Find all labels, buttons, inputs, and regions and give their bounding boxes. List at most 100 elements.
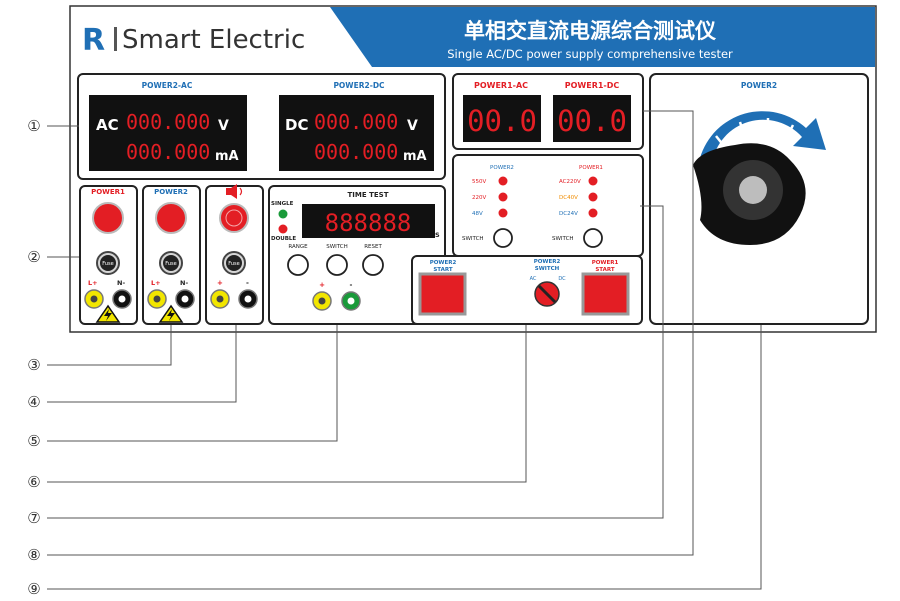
callout-number: ② — [27, 248, 40, 266]
callout-number: ① — [27, 117, 40, 135]
dc-volt-readout: 000.000 — [314, 110, 398, 134]
reset-button[interactable] — [362, 254, 384, 276]
time-test-title: TIME TEST — [348, 191, 389, 199]
power1-start-button[interactable] — [581, 272, 630, 316]
ac-mode-label: AC — [96, 116, 119, 134]
power1-ac-display — [463, 95, 541, 142]
dc-amp-unit: mA — [403, 149, 427, 164]
callout-number: ⑨ — [27, 580, 40, 598]
ac-volt-unit: V — [218, 118, 229, 134]
title-cn: 单相交直流电源综合测试仪 — [464, 19, 717, 43]
callout-number: ⑧ — [27, 546, 40, 564]
alarm-terminal-block: Fuse + - — [205, 184, 264, 325]
start-panel: POWER2 START POWER2 SWITCH AC DC POWER1 … — [411, 255, 643, 325]
brand-name: Smart Electric — [122, 25, 305, 55]
power2-ac-title: POWER2-AC — [142, 81, 193, 90]
power1-ac-readout: 00.0 — [467, 104, 537, 138]
logo-r-icon: R — [82, 23, 105, 58]
callout-leaders — [47, 110, 762, 590]
curved-arrow-icon — [700, 111, 826, 163]
power2-level-indicator — [498, 192, 508, 202]
power1-dc-title: POWER1-DC — [565, 81, 620, 90]
dc-mode-label: DC — [285, 116, 308, 134]
callout-number: ⑦ — [27, 509, 40, 527]
ac-amp-readout: 000.000 — [126, 140, 210, 164]
power1-start-label-1: POWER1 — [592, 260, 619, 266]
power2-level-indicator — [498, 208, 508, 218]
timer-plus-label: + — [319, 281, 325, 289]
indicator-power2-title: POWER2 — [490, 165, 514, 171]
power2-level-label: 550V — [472, 179, 486, 185]
power1-level-indicator — [588, 176, 598, 186]
power1-start-label-2: START — [595, 267, 615, 273]
title-en: Single AC/DC power supply comprehensive … — [447, 47, 733, 61]
power2-start-button[interactable] — [418, 272, 467, 316]
power1-emergency-button[interactable] — [92, 202, 124, 234]
callout-number: ③ — [27, 356, 40, 374]
alarm-minus-label: - — [246, 279, 249, 287]
single-label: SINGLE — [271, 201, 294, 207]
power1-range-switch-label: SWITCH — [552, 236, 574, 242]
power2-level-indicator — [498, 176, 508, 186]
knob-center — [739, 176, 767, 204]
timer-unit: S — [435, 231, 440, 239]
switch-ac-label: AC — [530, 276, 537, 282]
timer-minus-label: - — [350, 281, 353, 289]
power1-level-label: AC220V — [559, 179, 581, 185]
power1-nminus-label: N- — [117, 279, 125, 287]
power2-terminal-block: POWER2 Fuse L+ N- — [142, 185, 201, 325]
power1-level-label: DC40V — [559, 195, 578, 201]
timer-switch-label: SWITCH — [326, 244, 348, 250]
callout-number: ⑤ — [27, 432, 40, 450]
power1-terminal-block: POWER1 Fuse L+ N- — [79, 185, 138, 325]
timer-display — [302, 204, 435, 238]
indicator-power1-title: POWER1 — [579, 165, 603, 171]
knob-panel: POWER2 — [649, 73, 869, 325]
range-button[interactable] — [287, 254, 309, 276]
power2-nminus-label: N- — [180, 279, 188, 287]
reset-label: RESET — [364, 244, 382, 250]
power1-level-indicator — [588, 208, 598, 218]
dc-volt-unit: V — [407, 118, 418, 134]
power2-ac-display — [89, 95, 247, 171]
single-indicator — [278, 209, 288, 219]
power2-range-switch[interactable] — [493, 228, 513, 248]
power1-ac-title: POWER1-AC — [474, 81, 528, 90]
power1-level-indicator — [588, 192, 598, 202]
alarm-fuse-label: Fuse — [228, 261, 239, 267]
power1-dc-readout: 00.0 — [557, 104, 627, 138]
header-band — [330, 7, 875, 67]
power2-emergency-button[interactable] — [155, 202, 187, 234]
power2-fuse-label: Fuse — [165, 261, 176, 267]
power2-dc-title: POWER2-DC — [333, 81, 385, 90]
power-switch-label-2: SWITCH — [535, 266, 560, 272]
power2-level-label: 220V — [472, 195, 486, 201]
callout-number: ④ — [27, 393, 40, 411]
power2-terminal-title: POWER2 — [154, 188, 188, 196]
power1-dc-display — [553, 95, 631, 142]
power-switch-label-1: POWER2 — [534, 259, 561, 265]
double-label: DOUBLE — [271, 236, 296, 242]
power1-level-label: DC24V — [559, 211, 578, 217]
speaker-icon — [226, 184, 243, 199]
callout-number: ⑥ — [27, 473, 40, 491]
switch-dc-label: DC — [558, 276, 566, 282]
ac-amp-unit: mA — [215, 149, 239, 164]
alarm-buzzer — [219, 203, 249, 233]
double-indicator — [278, 224, 288, 234]
power2-start-label-2: START — [433, 267, 453, 273]
timer-switch-button[interactable] — [326, 254, 348, 276]
knob-title: POWER2 — [741, 81, 777, 90]
power2-dc-display — [279, 95, 434, 171]
power2-start-label-1: POWER2 — [430, 260, 457, 266]
dc-amp-readout: 000.000 — [314, 140, 398, 164]
power1-range-switch[interactable] — [583, 228, 603, 248]
brand-logo: R Smart Electric — [82, 23, 305, 58]
power1-lplus-label: L+ — [88, 279, 98, 287]
power2-range-switch-label: SWITCH — [462, 236, 484, 242]
power2-level-label: 48V — [472, 211, 483, 217]
ac-volt-readout: 000.000 — [126, 110, 210, 134]
power2-lplus-label: L+ — [151, 279, 161, 287]
power1-fuse-label: Fuse — [102, 261, 113, 267]
